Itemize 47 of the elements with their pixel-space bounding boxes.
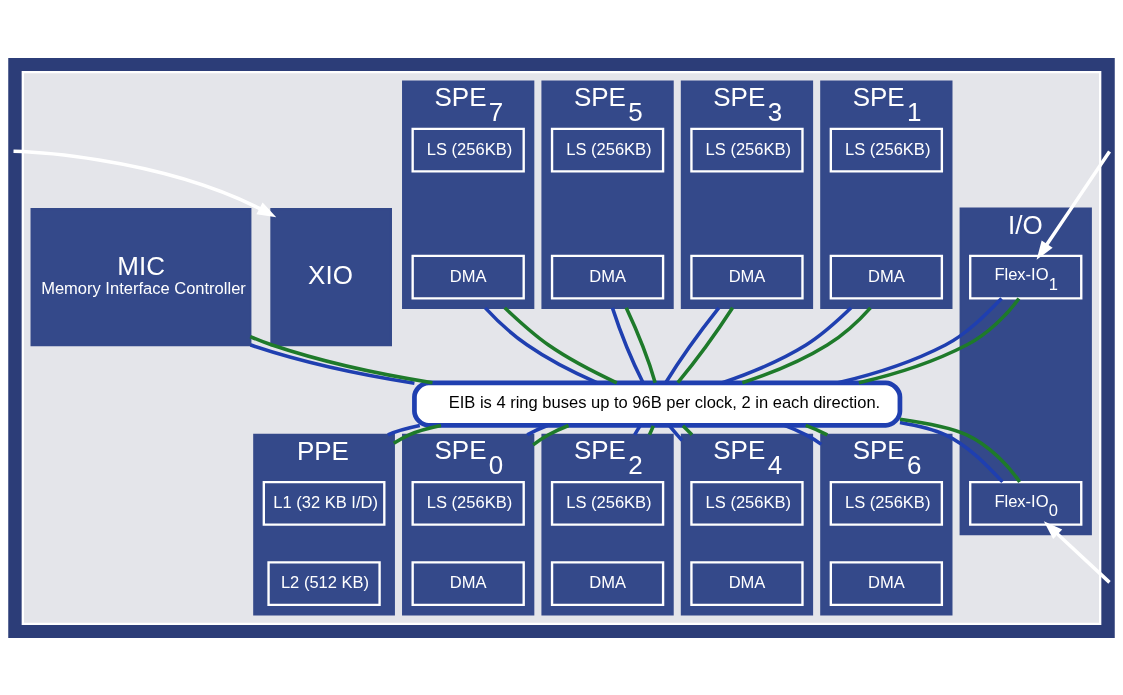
connector: [387, 423, 421, 436]
connector: [249, 334, 433, 384]
node-box: DMA: [550, 560, 665, 606]
connector: [741, 306, 872, 384]
node-box: EIB is 4 ring buses up to 96B per clock, 2 in each direction.: [412, 380, 903, 428]
node-box: LS (256KB): [829, 127, 944, 173]
connector: [676, 306, 735, 384]
connector: [483, 306, 599, 384]
node-box: DMA: [411, 560, 525, 606]
connector: [899, 416, 1022, 483]
node-box: L1 (32 KB I/D): [262, 480, 386, 526]
node-box: LS (256KB): [690, 480, 804, 526]
arrow: [1036, 149, 1111, 260]
node-box: XIO: [270, 207, 392, 346]
node-box: DMA: [690, 254, 804, 300]
connector: [899, 420, 1004, 483]
connector: [624, 306, 657, 383]
node-box: DMA: [690, 560, 804, 606]
node-box: MIC Memory Interface Controller: [30, 207, 252, 346]
node-box: LS (256KB): [690, 127, 804, 173]
connector: [532, 423, 570, 446]
node-box: DMA: [411, 254, 525, 300]
connector: [858, 296, 1021, 384]
node-box: LS (256KB): [550, 480, 665, 526]
connector: [647, 424, 655, 436]
connector: [681, 424, 694, 436]
node-box: LS (256KB): [550, 127, 665, 173]
connector: [503, 306, 618, 384]
node-box: LS (256KB): [829, 480, 944, 526]
connector: [249, 342, 415, 385]
node-box: LS (256KB): [411, 127, 525, 173]
node-box: DMA: [550, 254, 665, 300]
node-box: L2 (512 KB): [267, 560, 381, 606]
connector: [837, 296, 1003, 384]
node-box: DMA: [829, 560, 944, 606]
arrow: [1043, 520, 1111, 584]
connector: [392, 423, 442, 445]
connector: [610, 306, 645, 383]
node-box: LS (256KB): [411, 480, 525, 526]
connector: [721, 306, 853, 384]
connector: [633, 424, 642, 436]
node-box: DMA: [829, 254, 944, 300]
arrow: [13, 149, 277, 217]
connector: [805, 423, 829, 436]
connector: [668, 424, 684, 442]
connector: [664, 306, 721, 384]
cluster: [21, 70, 1102, 625]
